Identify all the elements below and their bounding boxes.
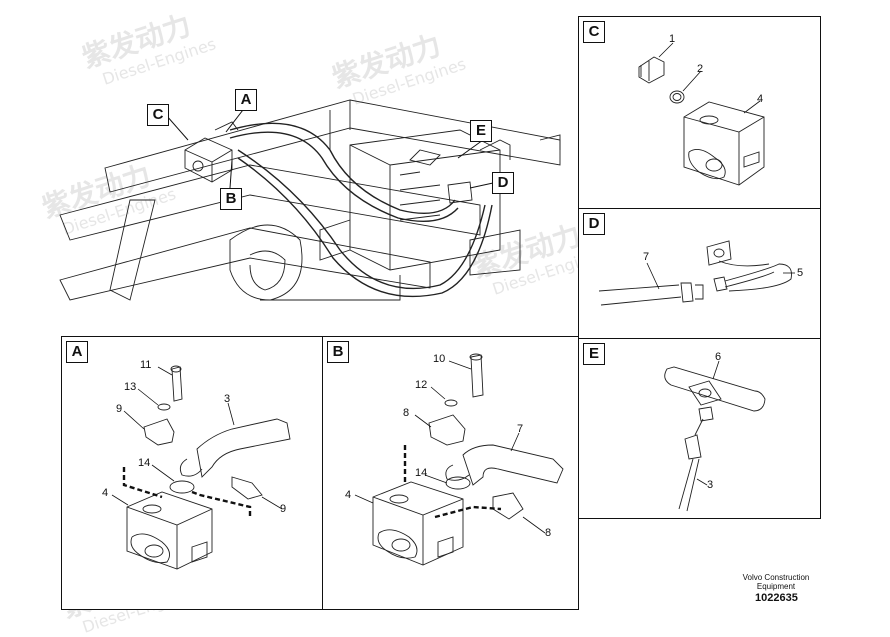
- part-number: 3: [707, 479, 714, 491]
- panel-a: A: [61, 336, 323, 610]
- part-number: 8: [403, 407, 410, 419]
- panel-b-drawing: [354, 353, 564, 566]
- panel-c-label: C: [583, 21, 605, 43]
- panel-e-drawing: [664, 360, 766, 512]
- part-number: 14: [415, 467, 428, 479]
- part-number: 9: [116, 403, 123, 415]
- part-number: 4: [345, 489, 352, 501]
- part-number: 11: [140, 359, 152, 371]
- part-number: 4: [102, 487, 109, 499]
- callout-d[interactable]: D: [492, 172, 514, 194]
- callout-b[interactable]: B: [220, 188, 242, 210]
- callout-c[interactable]: C: [147, 104, 169, 126]
- footer-company: Volvo Construction Equipment: [736, 573, 816, 591]
- part-number: 1: [669, 33, 676, 45]
- part-number: 12: [415, 379, 428, 391]
- panel-d-drawing: [598, 240, 795, 306]
- panel-c: C 1 2 4: [578, 16, 821, 209]
- callout-e[interactable]: E: [470, 120, 492, 142]
- drawing-number: 1022635: [755, 592, 798, 604]
- part-number: 14: [138, 457, 151, 469]
- part-number: 3: [224, 393, 231, 405]
- part-number: 5: [797, 267, 804, 279]
- panel-d: D 7 5: [578, 208, 821, 339]
- part-number: 10: [433, 353, 446, 365]
- panel-e: E 6 3: [578, 338, 821, 519]
- part-number: 7: [517, 423, 524, 435]
- part-number: 6: [715, 351, 722, 363]
- overview-drawing: [59, 99, 561, 301]
- callout-a[interactable]: A: [235, 89, 257, 111]
- panel-a-drawing: [111, 365, 291, 570]
- part-number: 7: [643, 251, 650, 263]
- part-number: 2: [697, 63, 704, 75]
- part-number: 4: [757, 93, 764, 105]
- part-number: 13: [124, 381, 137, 393]
- part-number: 9: [280, 503, 287, 515]
- panel-b-label: B: [327, 341, 349, 363]
- panel-c-drawing: [638, 42, 765, 186]
- panel-d-label: D: [583, 213, 605, 235]
- footer-line-2: Equipment: [756, 582, 796, 591]
- panel-b: B: [322, 336, 579, 610]
- panel-a-label: A: [66, 341, 88, 363]
- footer-line-1: Volvo Construction: [742, 573, 810, 582]
- panel-e-label: E: [583, 343, 605, 365]
- part-number: 8: [545, 527, 552, 539]
